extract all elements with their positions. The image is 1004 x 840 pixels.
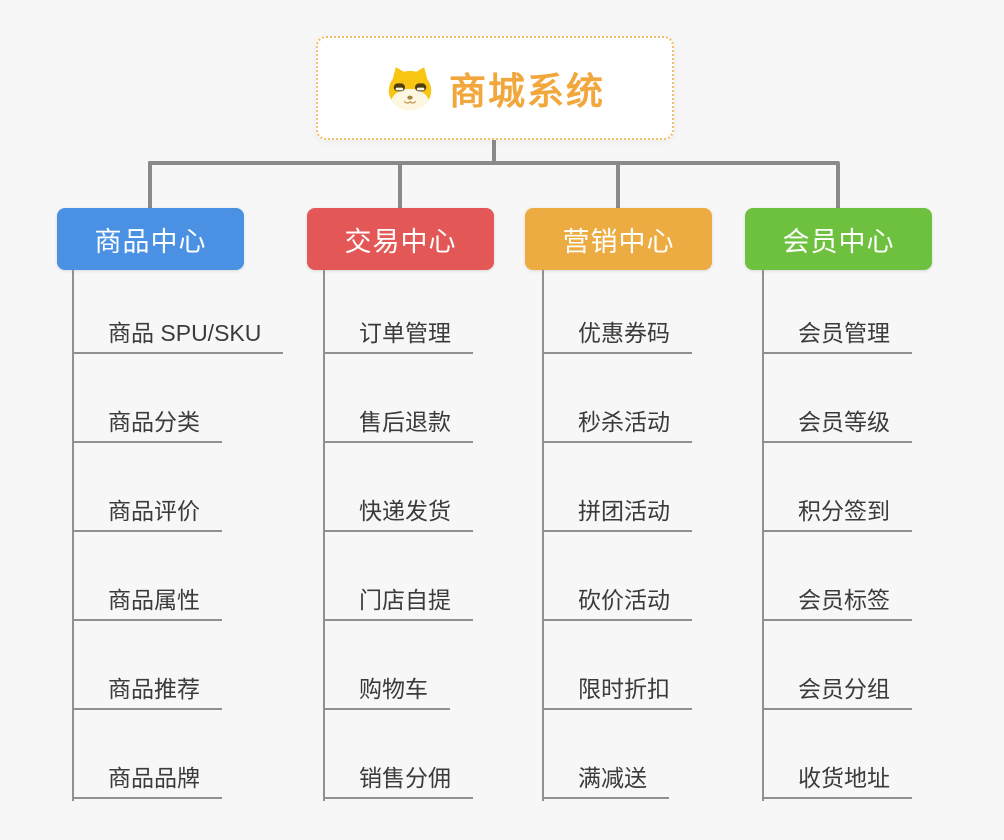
connector-drop-members — [836, 161, 840, 210]
connector-root-stem — [492, 140, 496, 163]
topic-product-recommend[interactable]: 商品推荐 — [72, 674, 222, 710]
topic-limited-discount[interactable]: 限时折扣 — [542, 674, 692, 710]
branch-members-label: 会员中心 — [782, 226, 895, 257]
topic-member-groups[interactable]: 会员分组 — [762, 674, 912, 710]
connector-horizontal-bar — [148, 161, 839, 165]
topic-coupon-codes[interactable]: 优惠券码 — [542, 318, 692, 354]
branch-members-header[interactable]: 会员中心 — [745, 208, 932, 270]
branch-trade-spine — [323, 270, 325, 801]
branch-marketing-label: 营销中心 — [562, 226, 675, 257]
branch-products-label: 商品中心 — [94, 226, 207, 257]
connector-drop-trade — [398, 161, 402, 210]
topic-product-spu-sku[interactable]: 商品 SPU/SKU — [72, 318, 284, 354]
branch-products-header[interactable]: 商品中心 — [57, 208, 244, 270]
branch-members-spine — [762, 270, 764, 801]
topic-aftersale-refund[interactable]: 售后退款 — [323, 407, 473, 443]
root-topic[interactable]: 商城系统 — [316, 36, 674, 140]
topic-express-shipping[interactable]: 快递发货 — [323, 496, 473, 532]
connector-drop-products — [148, 161, 152, 210]
topic-bargain-event[interactable]: 砍价活动 — [542, 585, 692, 621]
topic-spend-save[interactable]: 满减送 — [542, 763, 669, 799]
topic-order-management[interactable]: 订单管理 — [323, 318, 473, 354]
topic-shopping-cart[interactable]: 购物车 — [323, 674, 450, 710]
topic-product-attribute[interactable]: 商品属性 — [72, 585, 222, 621]
branch-products-spine — [72, 270, 74, 801]
topic-shipping-address[interactable]: 收货地址 — [762, 763, 912, 799]
root-topic-label: 商城系统 — [449, 71, 605, 112]
branch-trade-header[interactable]: 交易中心 — [307, 208, 494, 270]
topic-product-category[interactable]: 商品分类 — [72, 407, 222, 443]
topic-group-buying[interactable]: 拼团活动 — [542, 496, 692, 532]
topic-product-brand[interactable]: 商品品牌 — [72, 763, 222, 799]
doge-icon — [388, 67, 432, 111]
connector-drop-marketing — [616, 161, 620, 210]
topic-member-tags[interactable]: 会员标签 — [762, 585, 912, 621]
branch-marketing-header[interactable]: 营销中心 — [525, 208, 712, 270]
topic-product-review[interactable]: 商品评价 — [72, 496, 222, 532]
topic-flash-sale[interactable]: 秒杀活动 — [542, 407, 692, 443]
branch-trade-label: 交易中心 — [344, 226, 457, 257]
topic-points-checkin[interactable]: 积分签到 — [762, 496, 912, 532]
topic-store-pickup[interactable]: 门店自提 — [323, 585, 473, 621]
topic-sales-commission[interactable]: 销售分佣 — [323, 763, 473, 799]
topic-member-level[interactable]: 会员等级 — [762, 407, 912, 443]
topic-member-management[interactable]: 会员管理 — [762, 318, 912, 354]
branch-marketing-spine — [542, 270, 544, 801]
